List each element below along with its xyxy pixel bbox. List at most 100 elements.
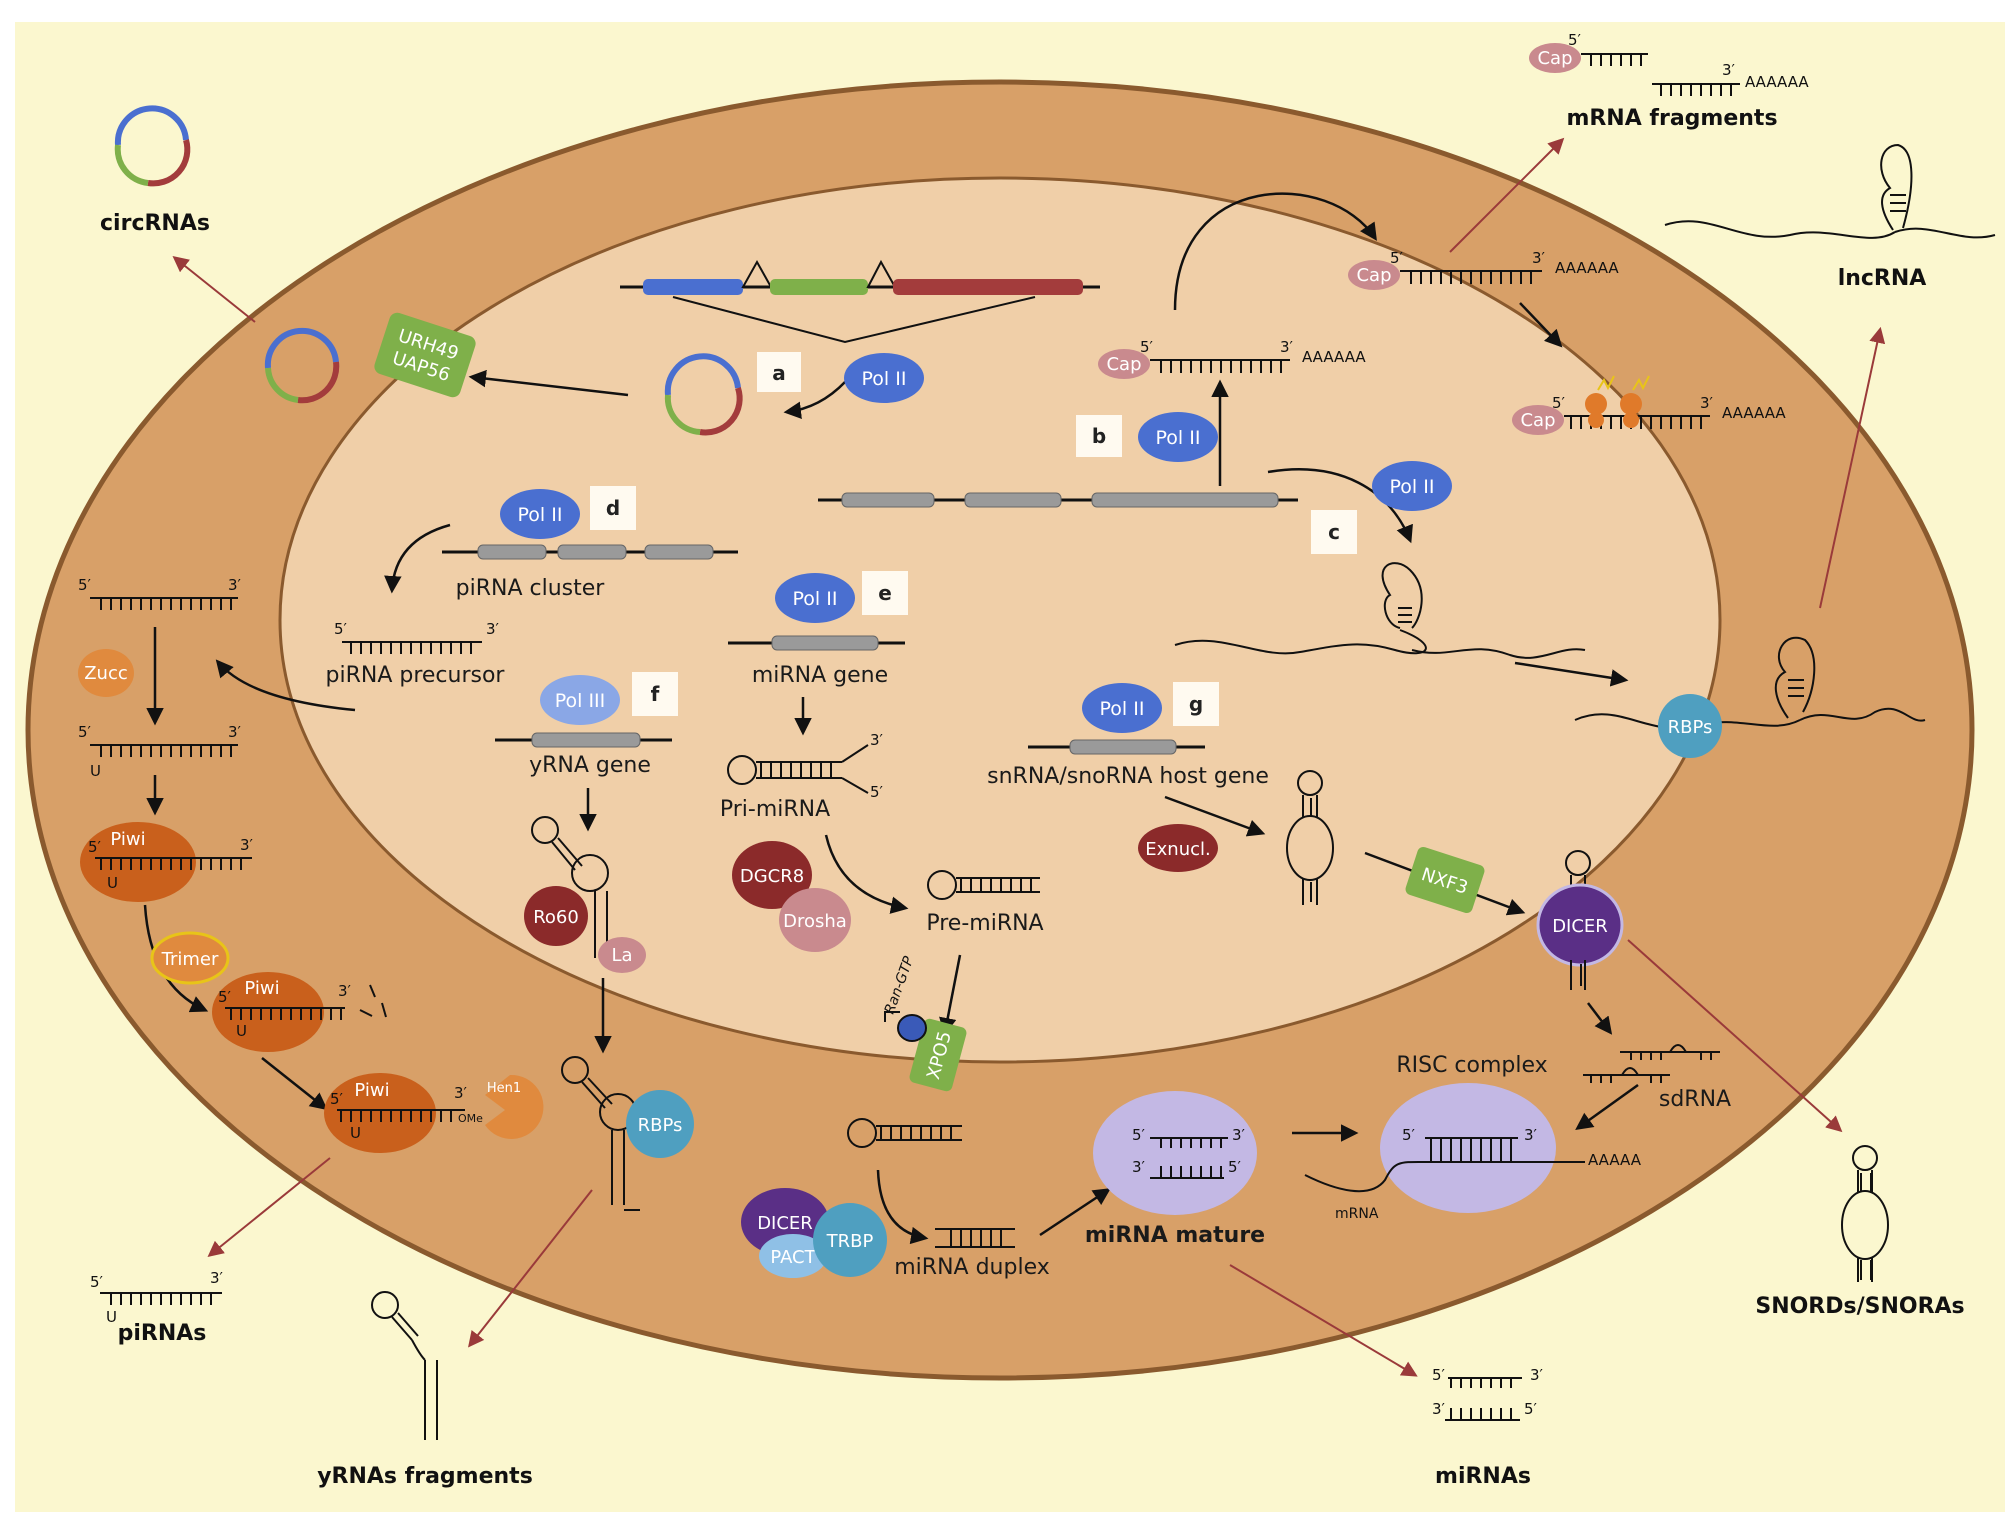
- three-prime: 3′: [454, 1084, 468, 1102]
- hen1-protein: [485, 1074, 544, 1139]
- step-c: c: [1328, 520, 1340, 544]
- arrow-dicer-cyto: [876, 1169, 929, 1245]
- mrna-label: mRNA: [1335, 1206, 1379, 1222]
- risc-mrna: 5′ 3′ AAAAA mRNA: [1304, 1126, 1642, 1222]
- dgcr8-label: DGCR8: [740, 866, 804, 887]
- five-prime: 5′: [78, 576, 92, 594]
- sdrna-glyph: [1583, 1044, 1720, 1083]
- arrow-sdrna-risc: [1575, 1083, 1639, 1131]
- pirna-u-cyto: 5′ 3′ U: [78, 723, 242, 780]
- snords-label: SNORDs/SNORAs: [1755, 1294, 1964, 1319]
- ome-label: OMe: [458, 1112, 483, 1125]
- circrna-exported: [114, 105, 191, 187]
- polya: AAAAAA: [1555, 259, 1619, 277]
- three-prime: 3′: [1280, 338, 1294, 356]
- arrow-to-circrnas: [172, 256, 256, 323]
- five-prime: 5′: [1390, 249, 1404, 267]
- step-b-box: [1076, 415, 1122, 457]
- polya: AAAAAA: [1722, 404, 1786, 422]
- piwi-rna-1: [97, 858, 247, 870]
- pirna-precursor-glyph: 5′ 3′: [334, 620, 500, 654]
- piwi-label-3: Piwi: [354, 1080, 389, 1101]
- piwi-rna-2: [227, 1008, 343, 1020]
- five-prime: 5′: [1402, 1126, 1416, 1144]
- pact-label: PACT: [770, 1247, 816, 1268]
- pre-mirna-cyto-glyph: [847, 1118, 962, 1148]
- five-prime: 5′: [334, 620, 348, 638]
- arrow-d: [384, 523, 451, 594]
- arrow-lncrna-export: [1514, 661, 1629, 687]
- mrna-gene: [818, 492, 1298, 508]
- step-d: d: [606, 496, 620, 520]
- cap-label: Cap: [1537, 48, 1572, 69]
- mirna-duplex-glyph: [935, 1228, 1015, 1248]
- circrna-cytoplasm: [264, 327, 340, 404]
- pirna-precursor-label: piRNA precursor: [326, 663, 506, 688]
- u-label: U: [106, 1308, 117, 1326]
- arrow-to-lncrna: [1819, 326, 1886, 609]
- pol-iii-f: [540, 675, 620, 725]
- three-prime: 3′: [486, 620, 500, 638]
- cap-label: Cap: [1356, 265, 1391, 286]
- dicer-cyto-label: DICER: [757, 1213, 813, 1234]
- trimmed-fragments: [359, 984, 387, 1018]
- three-prime: 3′: [1530, 1366, 1544, 1384]
- risc-complex-label: RISC complex: [1396, 1053, 1547, 1078]
- arrow-to-yrnas: [468, 1189, 593, 1348]
- lncrna-nuclear: [1174, 562, 1586, 659]
- five-prime: 5′: [78, 723, 92, 741]
- circrna-nuclear: [664, 353, 743, 436]
- pol-ii-a-label: Pol II: [862, 368, 907, 390]
- mrna-cytoplasm: Cap 5′ 3′ AAAAAA: [1348, 249, 1619, 290]
- three-prime: 3′: [1700, 394, 1714, 412]
- five-prime: 5′: [88, 838, 102, 856]
- exnucl-protein: [1138, 824, 1218, 872]
- arrow-circrna-export: [468, 369, 629, 397]
- arrow-a: [783, 381, 846, 419]
- five-prime: 5′: [90, 1273, 104, 1291]
- nucleus: [278, 176, 1722, 1064]
- snrna-host-label: snRNA/snoRNA host gene: [987, 764, 1269, 789]
- mirna-mature-complex: [1093, 1091, 1257, 1215]
- pre-mirna-glyph: [927, 870, 1040, 900]
- pirnas-label: piRNAs: [118, 1321, 207, 1346]
- cap-label: Cap: [1520, 410, 1555, 431]
- pol-iii-f-label: Pol III: [555, 690, 606, 712]
- three-prime: 3′: [228, 723, 242, 741]
- zucc-label: Zucc: [84, 663, 128, 684]
- piwi-label-2: Piwi: [244, 978, 279, 999]
- three-prime: 3′: [870, 731, 884, 749]
- pol-ii-e-label: Pol II: [793, 588, 838, 610]
- pirna-cluster-label: piRNA cluster: [456, 576, 606, 601]
- arrow-mature: [1039, 1188, 1111, 1237]
- arrow-to-mirnas: [1229, 1264, 1418, 1377]
- five-prime: 5′: [1140, 338, 1154, 356]
- arrow-mrna-export: [1173, 192, 1377, 311]
- polya: AAAAAA: [1745, 73, 1809, 91]
- snorna-nuclear: [1286, 770, 1334, 905]
- u-label: U: [107, 874, 118, 892]
- arrow-hen1: [261, 1057, 328, 1111]
- u-label: U: [236, 1022, 247, 1040]
- five-prime: 5′: [1432, 1366, 1446, 1384]
- pri-mirna-glyph: 3′ 5′: [727, 731, 884, 801]
- circrnas-label: circRNAs: [100, 211, 210, 236]
- lncrna-label: lncRNA: [1838, 266, 1927, 291]
- step-g: g: [1189, 692, 1203, 716]
- three-prime: 3′: [240, 836, 254, 854]
- pirna-cluster-gene: [442, 544, 738, 560]
- pol-ii-a: [844, 353, 924, 403]
- drosha-label: Drosha: [783, 911, 847, 932]
- mrna-nuclear: Cap 5′ 3′ AAAAAA: [1098, 338, 1366, 379]
- pol-ii-e: [775, 573, 855, 623]
- trimer-protein: [150, 931, 230, 985]
- yrna-gene: [495, 732, 672, 748]
- hen1-label: Hen1: [487, 1081, 521, 1096]
- dgcr8-protein: [732, 841, 812, 909]
- circrna-gene: [620, 259, 1100, 344]
- trimer-label: Trimer: [161, 949, 219, 970]
- three-prime: 3′: [1232, 1126, 1246, 1144]
- arrow-c: [1267, 468, 1413, 544]
- lncrna-exported-glyph: [1664, 143, 1996, 239]
- rbps-yrna: [626, 1090, 694, 1158]
